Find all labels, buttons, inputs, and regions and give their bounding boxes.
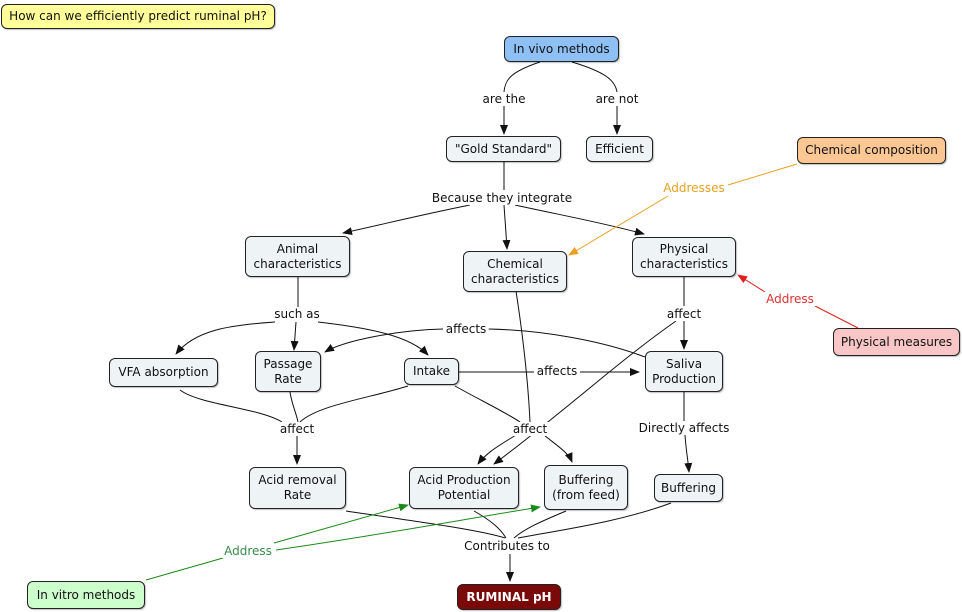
chemical-characteristics-node[interactable]: Chemical characteristics: [463, 251, 567, 292]
link-passage-affect: [289, 391, 299, 423]
link-intake-affect-left: [299, 385, 409, 423]
vfa-absorption-node[interactable]: VFA absorption: [109, 358, 218, 387]
arrow-affect-bufferingfeed: [543, 434, 573, 463]
chemical-composition-node[interactable]: Chemical composition: [797, 137, 946, 164]
buffering-node[interactable]: Buffering: [654, 474, 723, 502]
link-bufferingfeed-contributes: [513, 510, 567, 539]
link-invivo-arenot: [571, 61, 618, 93]
saliva-production-node[interactable]: Saliva Production: [645, 351, 723, 392]
buffering-from-feed-node[interactable]: Buffering (from feed): [544, 465, 628, 510]
arrow-address-bufferingfeed: [275, 504, 541, 551]
link-label-affect-physical: affect: [664, 307, 704, 321]
passage-rate-node[interactable]: Passage Rate: [255, 351, 321, 392]
link-acidprod-contributes: [473, 510, 507, 539]
link-label-affects-mid: affects: [534, 364, 580, 378]
arrow-because-physical: [514, 204, 645, 236]
link-acidremoval-contributes: [345, 510, 506, 539]
arrow-because-chemical: [502, 204, 511, 250]
link-label-address-invitro: Address: [222, 544, 274, 558]
arrow-addresses-chemchar: [568, 195, 669, 256]
arrow-affect-acidprod2: [477, 434, 517, 465]
link-label-are-the: are the: [480, 92, 528, 106]
link-buffering-contributes: [517, 502, 672, 539]
arrow-because-animal: [342, 204, 471, 236]
animal-characteristics-node[interactable]: Animal characteristics: [245, 236, 350, 277]
acid-production-potential-node[interactable]: Acid Production Potential: [409, 467, 519, 509]
link-vfa-affect: [179, 389, 283, 423]
arrow-suchas-vfa: [175, 321, 276, 355]
ruminal-ph-node[interactable]: RUMINAL pH: [457, 584, 561, 610]
question-box[interactable]: How can we efficiently predict ruminal p…: [1, 4, 275, 29]
arrow-address-physchar: [737, 274, 766, 293]
link-label-addresses: Addresses: [661, 181, 727, 195]
in-vivo-methods-node[interactable]: In vivo methods: [504, 36, 619, 62]
in-vitro-methods-node[interactable]: In vitro methods: [27, 581, 145, 609]
arrow-affects-passage: [324, 328, 444, 353]
link-label-contributes-to: Contributes to: [462, 539, 552, 553]
physical-characteristics-node[interactable]: Physical characteristics: [632, 237, 736, 277]
efficient-node[interactable]: Efficient: [586, 136, 653, 162]
physical-measures-node[interactable]: Physical measures: [833, 328, 960, 356]
link-chemical-affect: [515, 290, 531, 423]
link-saliva-affects: [487, 328, 646, 358]
link-label-address-physical: Address: [764, 292, 816, 306]
link-label-are-not: are not: [593, 92, 641, 106]
link-intake-affect-right: [454, 385, 521, 423]
arrow-suchas-intake: [317, 321, 429, 356]
link-physmeas-address: [814, 305, 859, 329]
link-label-affects-top: affects: [443, 322, 489, 336]
intake-node[interactable]: Intake: [404, 358, 459, 385]
link-label-affect-left: affect: [277, 422, 317, 436]
arrow-suchas-passage: [290, 321, 299, 351]
link-label-because-they-integrate: Because they integrate: [429, 191, 575, 205]
arrow-affect-acidprod: [493, 320, 677, 465]
gold-standard-node[interactable]: "Gold Standard": [446, 136, 561, 162]
arrow-address-acidprod: [273, 503, 409, 544]
link-label-directly-affects: Directly affects: [636, 421, 732, 435]
link-label-such-as: such as: [272, 307, 322, 321]
link-invitro-address: [145, 557, 224, 581]
link-invivo-arethe: [503, 61, 541, 93]
link-chemcomp-addresses: [727, 163, 798, 186]
arrow-directly-buffering: [684, 434, 693, 473]
acid-removal-rate-node[interactable]: Acid removal Rate: [249, 467, 346, 509]
link-label-affect-mid: affect: [510, 422, 550, 436]
